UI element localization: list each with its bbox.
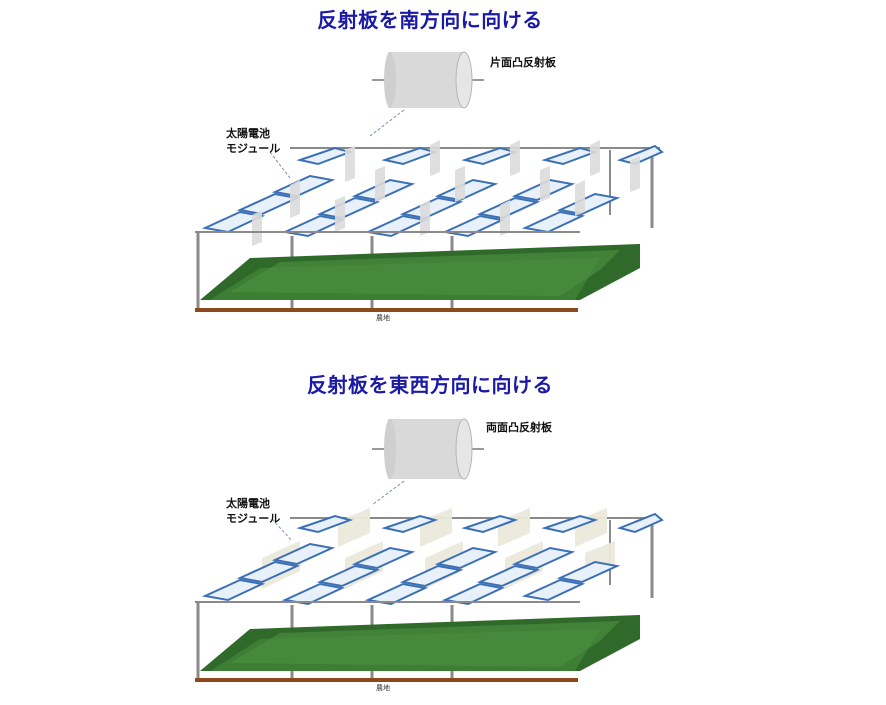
reflector-label: 片面凸反射板	[490, 56, 556, 69]
reflector-cylinder	[372, 418, 484, 480]
panel-south-facing: 反射板を南方向に向ける	[0, 0, 886, 352]
crop-grass	[200, 244, 640, 300]
module-label-line1: 太陽電池	[226, 497, 270, 510]
module-label-line2: モジュール	[226, 512, 281, 525]
module-label: 太陽電池 モジュール	[226, 496, 280, 526]
crop-grass	[200, 615, 640, 671]
panel-title: 反射板を南方向に向ける	[317, 8, 543, 32]
panel-east-west-facing: 反射板を東西方向に向ける	[0, 353, 886, 705]
reflector-cylinder	[372, 51, 484, 109]
pointer-line	[371, 480, 405, 506]
ground-label: 農地	[376, 684, 390, 692]
agrivoltaic-scene	[195, 51, 664, 312]
module-label-line2: モジュール	[226, 142, 281, 155]
module-label: 太陽電池 モジュール	[226, 126, 280, 156]
pointer-line	[269, 151, 291, 179]
reflector-sheets	[252, 140, 640, 246]
ground-label: 農地	[376, 314, 390, 322]
panel-title: 反射板を東西方向に向ける	[307, 373, 553, 397]
pointer-line	[369, 109, 405, 137]
module-label-line1: 太陽電池	[226, 127, 270, 140]
solar-module-rows	[201, 512, 664, 606]
agrivoltaic-scene	[195, 418, 664, 682]
reflector-label: 両面凸反射板	[486, 421, 552, 434]
